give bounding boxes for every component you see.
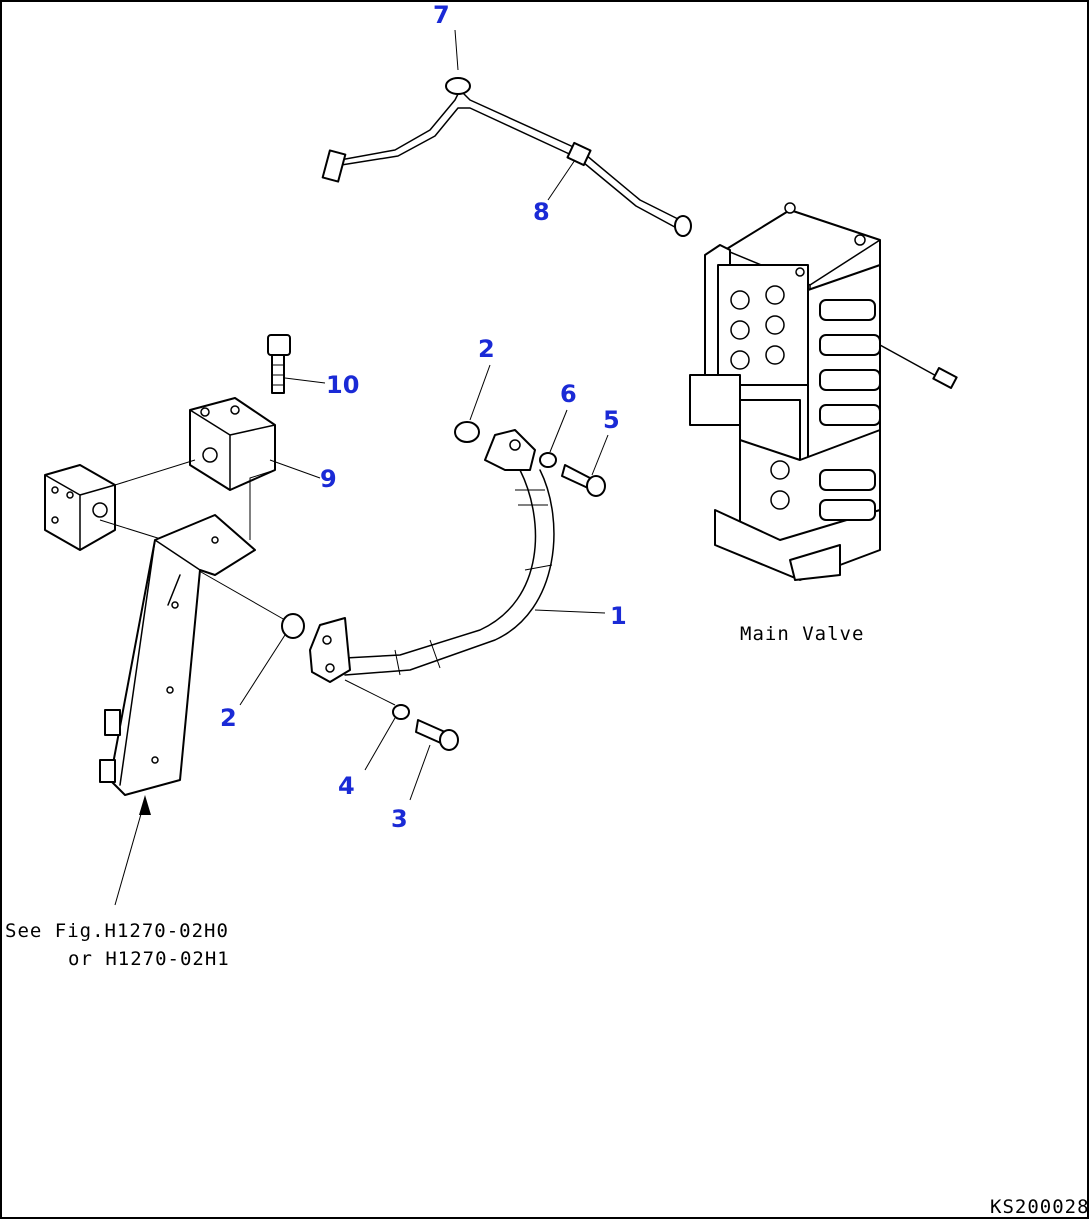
bolt-part-5 [561, 464, 606, 497]
side-block [44, 464, 116, 551]
leader-lines [114, 29, 609, 906]
o-ring-upper [454, 421, 480, 443]
see-fig-reference-line1: See Fig.H1270-02H0 [5, 920, 229, 942]
washer-part-4 [392, 704, 410, 720]
callout-5: 5 [603, 406, 620, 434]
callout-8: 8 [533, 198, 550, 226]
main-valve [689, 202, 958, 581]
callout-10: 10 [326, 371, 359, 399]
callout-labels: 7 8 2 6 5 10 9 1 2 4 3 [220, 1, 627, 833]
figure-code: KS200028 [990, 1196, 1090, 1218]
callout-6: 6 [560, 380, 577, 408]
callout-2-lower: 2 [220, 704, 237, 732]
o-ring-lower [281, 613, 305, 639]
callout-2-upper: 2 [478, 335, 495, 363]
callout-9: 9 [320, 465, 337, 493]
callout-1: 1 [610, 602, 627, 630]
main-valve-label: Main Valve [740, 623, 864, 645]
clamp-part-8 [566, 141, 592, 167]
bolt-part-10 [267, 334, 291, 394]
see-fig-reference-line2: or H1270-02H1 [68, 948, 230, 970]
callout-7: 7 [433, 1, 450, 29]
hose-part-1 [309, 429, 555, 683]
callout-4: 4 [338, 772, 355, 800]
tube-eye-fitting [445, 77, 471, 95]
bolt-part-3 [415, 719, 459, 751]
block-part-9 [189, 397, 276, 491]
tube-end-fitting [321, 149, 347, 183]
callout-3: 3 [391, 805, 408, 833]
washer-part-6 [539, 452, 557, 468]
pilot-tube-part-7 [321, 77, 692, 237]
mounting-bracket [99, 514, 256, 796]
